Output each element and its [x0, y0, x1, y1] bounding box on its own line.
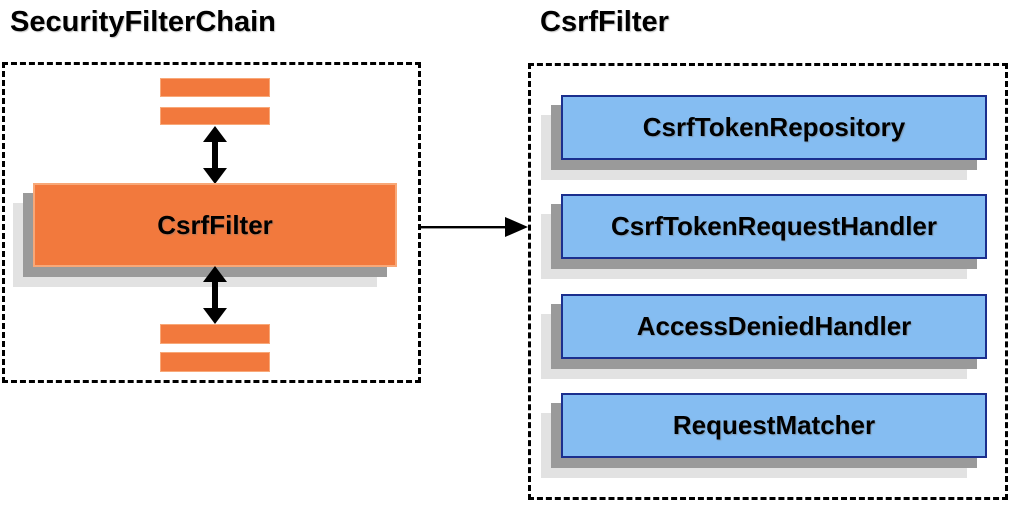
up-down-arrow-icon — [197, 266, 233, 324]
component-label: CsrfTokenRepository — [642, 112, 906, 142]
filter-bar-bottom-1 — [160, 324, 270, 344]
component-label: RequestMatcher — [672, 410, 876, 440]
security-filter-chain-frame — [2, 62, 421, 383]
csrf-filter-box: CsrfFilter — [33, 183, 397, 267]
component-box-csrf-token-repository: CsrfTokenRepository — [561, 95, 987, 160]
filter-bar-bottom-2 — [160, 352, 270, 372]
component-box-csrf-token-request-handler: CsrfTokenRequestHandler — [561, 194, 987, 259]
csrf-filter-frame — [528, 63, 1008, 500]
component-label: CsrfTokenRequestHandler — [610, 211, 938, 241]
component-box-request-matcher: RequestMatcher — [561, 393, 987, 458]
csrf-filter-box-label: CsrfFilter — [157, 209, 273, 240]
up-down-arrow-icon — [197, 126, 233, 184]
right-panel-title: CsrfFilter — [540, 6, 669, 38]
component-box-access-denied-handler: AccessDeniedHandler — [561, 294, 987, 359]
component-label: AccessDeniedHandler — [636, 311, 912, 341]
filter-bar-top-1 — [160, 78, 270, 97]
left-panel-title: SecurityFilterChain — [10, 6, 276, 38]
filter-bar-top-2 — [160, 107, 270, 125]
right-arrow-icon — [421, 215, 528, 239]
